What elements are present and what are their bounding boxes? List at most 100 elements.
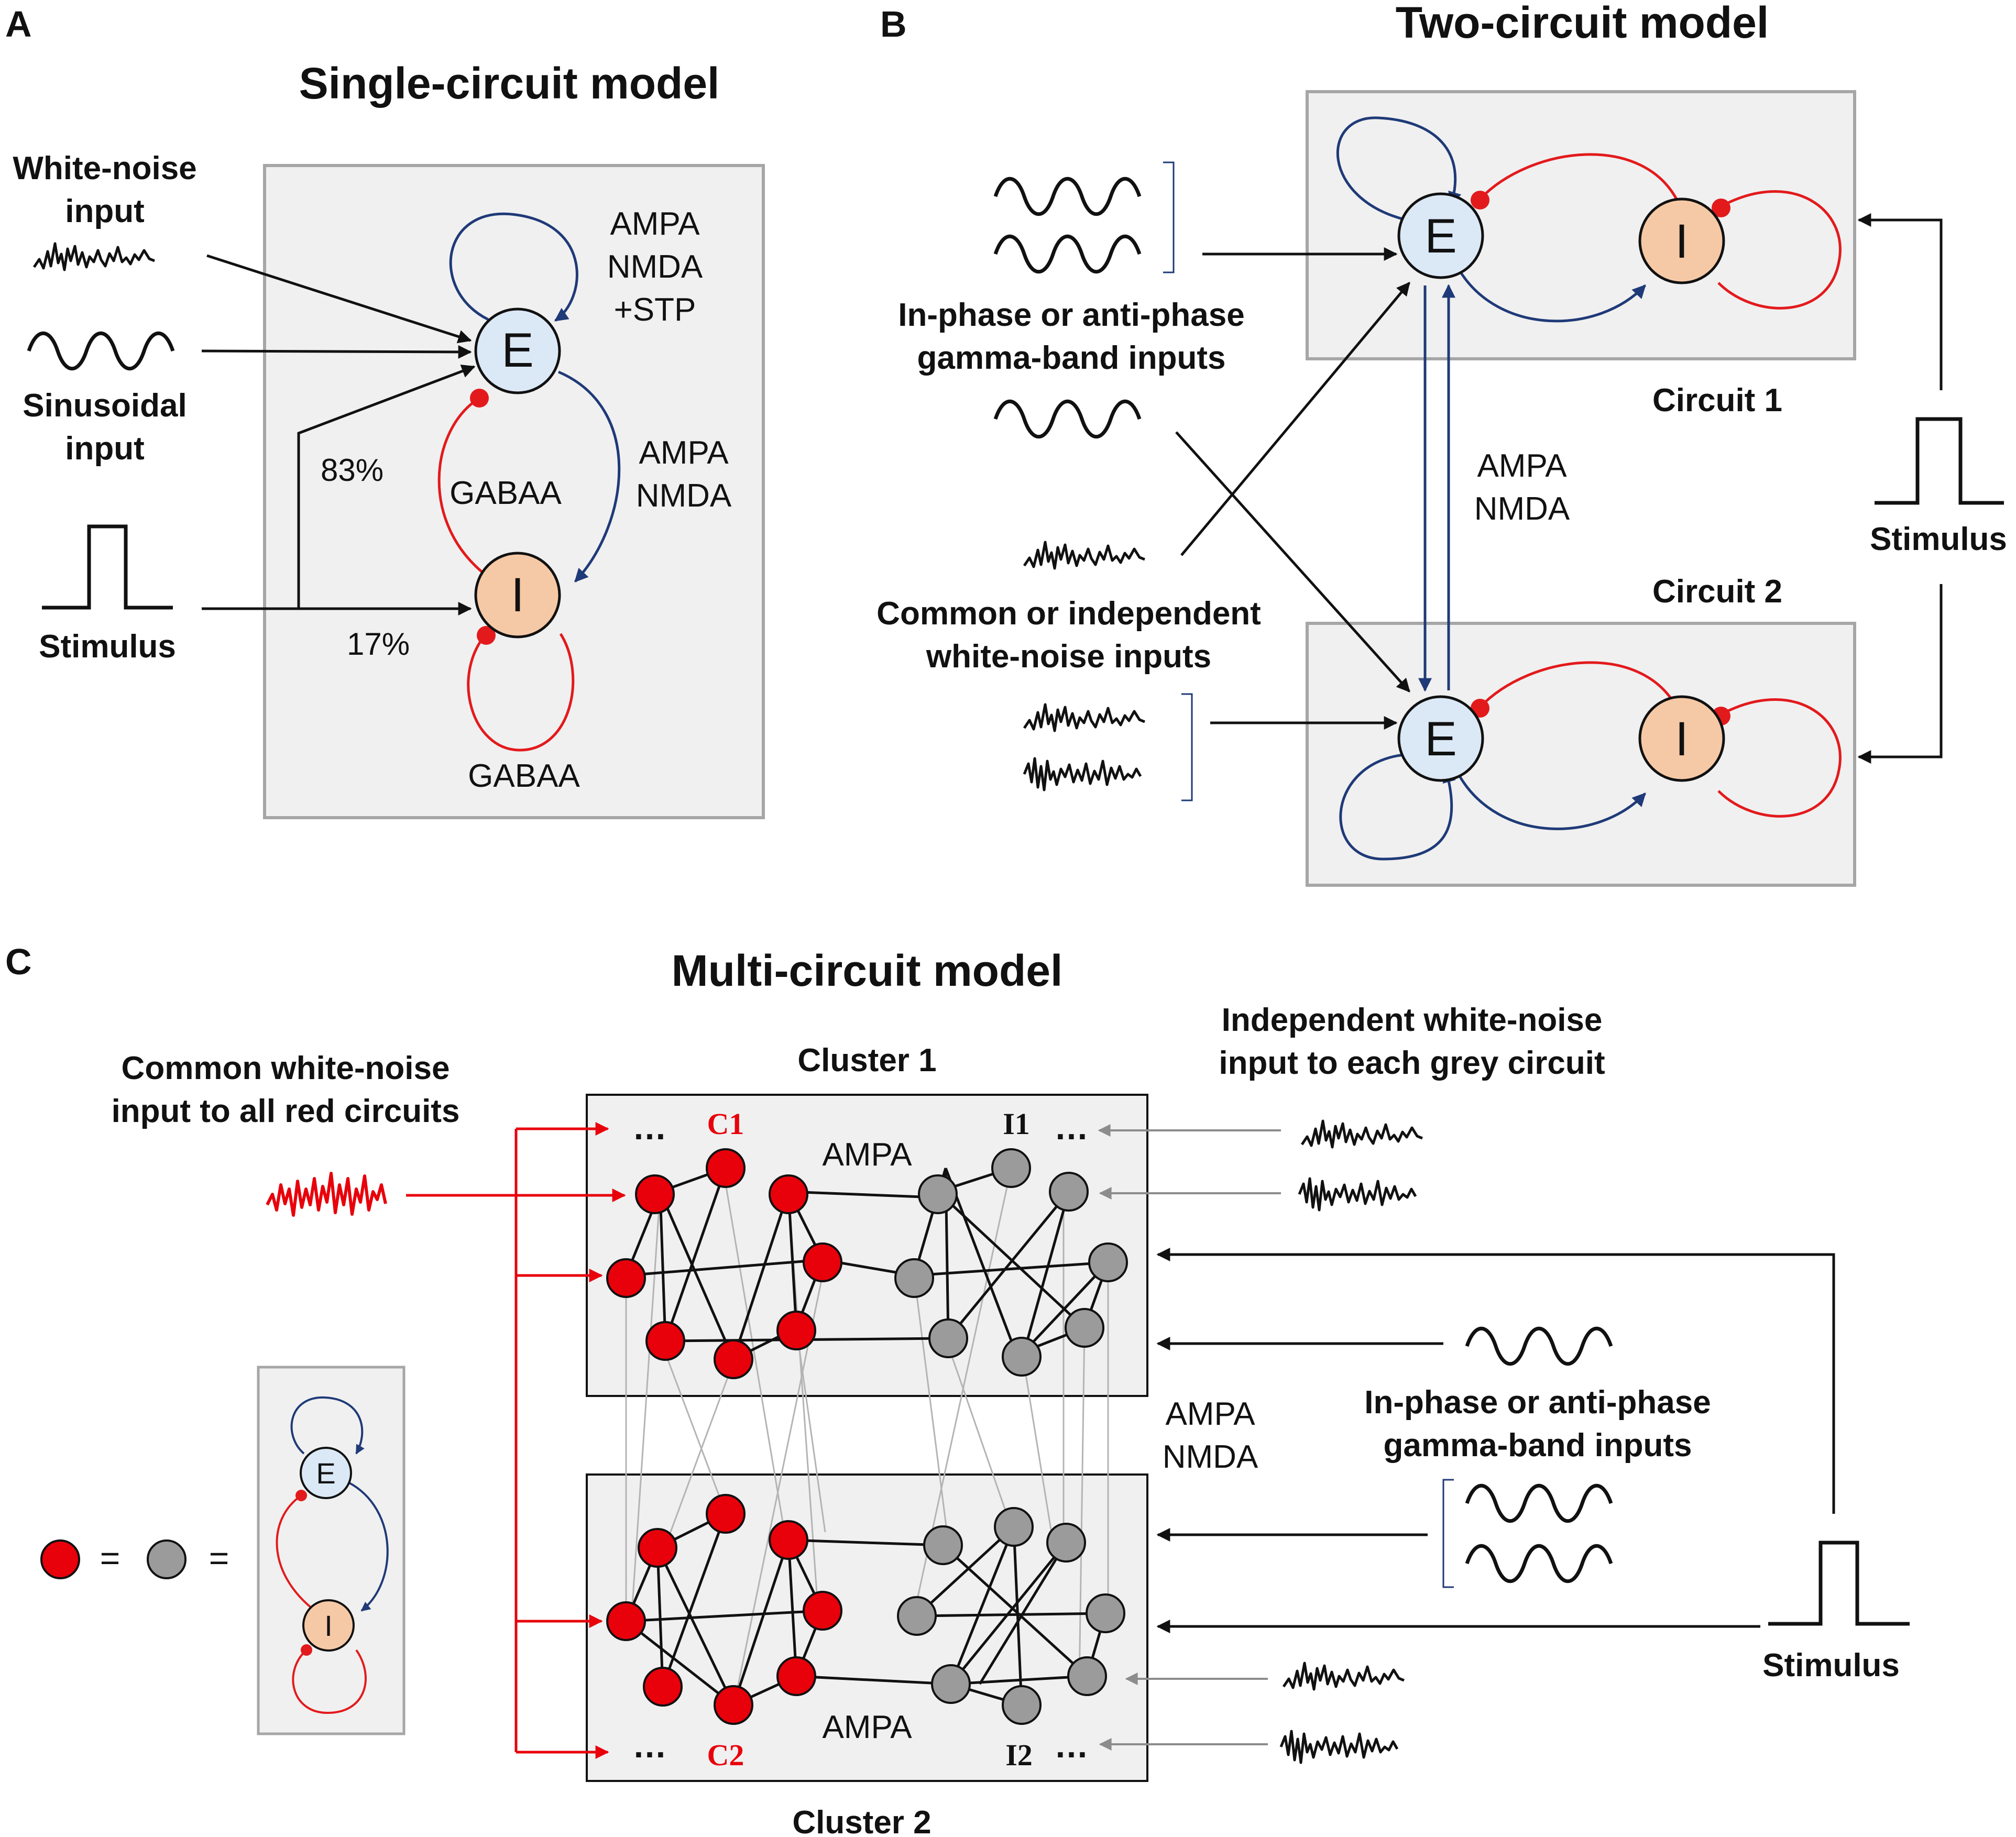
ellipsis-c2-left: … — [632, 1726, 667, 1765]
sinusoid-to-e-arrow — [201, 345, 472, 359]
node-e — [474, 307, 561, 394]
ellipsis-i1-right: … — [1054, 1108, 1089, 1147]
red-node — [635, 1174, 675, 1214]
e-recurrent-label-2: NMDA — [607, 249, 703, 285]
noise-input-1-icon — [1024, 705, 1145, 731]
gamma-label-1: In-phase or anti-phase — [898, 297, 1244, 333]
red-node — [769, 1520, 808, 1560]
legend-e-recurrent — [290, 1396, 365, 1455]
gamma-bracket — [1163, 161, 1175, 273]
e2-to-i2 — [1458, 774, 1646, 830]
stim-e-fraction: 83% — [321, 453, 384, 488]
gamma-input-c1-icon — [1467, 1328, 1611, 1364]
noise-label-2: white-noise inputs — [926, 639, 1211, 675]
circuit2-node-i — [1638, 695, 1725, 782]
i2-grey-node — [1002, 1685, 1042, 1725]
grey-node — [897, 1596, 937, 1636]
grey-node — [894, 1258, 934, 1298]
ellipsis-i2-right: … — [1054, 1726, 1089, 1765]
red-node — [769, 1174, 808, 1214]
panel-a-title: Single-circuit model — [299, 59, 720, 108]
grey-node — [1046, 1523, 1086, 1563]
circuit-2-label: Circuit 2 — [1652, 574, 1782, 610]
sinusoidal-input-label-2: input — [65, 431, 145, 467]
grey-node — [1065, 1308, 1104, 1348]
stimulus-pulse-icon — [42, 524, 173, 610]
i-recurrent-terminal — [477, 626, 496, 645]
red-node — [803, 1591, 842, 1631]
e-recurrent-label-3: +STP — [614, 292, 696, 328]
stimulus-pulse-c-icon — [1768, 1541, 1910, 1626]
ellipsis-c1-left: … — [632, 1108, 667, 1147]
gamma-label-2: gamma-band inputs — [917, 340, 1225, 376]
c1-red-node — [706, 1148, 746, 1188]
gamma-input-c2-icon — [1467, 1486, 1611, 1521]
noise-input-2-icon — [1024, 758, 1141, 790]
node-i-label: I — [511, 568, 524, 622]
c1-label: C1 — [707, 1107, 744, 1141]
i2-to-e2 — [1479, 661, 1681, 713]
panel-b-letter: B — [880, 4, 907, 45]
gamma-to-e2-arrow — [1175, 431, 1410, 692]
circuit2-node-e — [1397, 695, 1484, 782]
node-e-label: E — [501, 324, 533, 377]
red-node — [606, 1601, 646, 1641]
grey-node — [1067, 1656, 1107, 1696]
red-node — [776, 1656, 816, 1696]
i1-grey-node — [991, 1148, 1031, 1188]
red-node — [776, 1311, 816, 1350]
c2-label: C2 — [707, 1738, 744, 1772]
i2-label: I2 — [1005, 1738, 1033, 1772]
panel-c-title: Multi-circuit model — [672, 946, 1063, 995]
panel-c: C Multi-circuit model Common white-noise… — [5, 941, 1910, 1837]
sinusoid-waveform-icon — [29, 333, 173, 369]
stimulus-to-cluster-1-arrow — [1156, 1248, 1835, 1514]
stim-i-fraction: 17% — [347, 626, 410, 662]
grey-node — [994, 1507, 1034, 1547]
legend-grey-node — [147, 1539, 187, 1579]
stimulus-label-c: Stimulus — [1762, 1647, 1900, 1684]
cluster-2-box — [586, 1473, 1148, 1782]
white-noise-input-label-2: input — [65, 193, 145, 229]
circuit1-node-e-label: E — [1425, 210, 1456, 263]
legend-i-to-e-terminal — [295, 1490, 307, 1501]
red-node — [714, 1339, 753, 1379]
grey-node — [931, 1664, 971, 1704]
circuit-1-box — [1306, 90, 1856, 360]
white-noise-waveform-icon — [34, 244, 155, 270]
grey-node — [1049, 1172, 1089, 1212]
white-noise-input-label-1: White-noise — [13, 150, 196, 186]
inter-label-1: AMPA — [1477, 448, 1567, 484]
grey-noise-icon — [1281, 1731, 1397, 1763]
inter-cluster-label-1: AMPA — [1165, 1396, 1255, 1432]
i-recurrent-inhibition — [467, 633, 575, 752]
e-to-i-label-2: NMDA — [636, 478, 732, 514]
legend-node-i — [302, 1599, 355, 1652]
grey-noise-icon — [1302, 1121, 1422, 1147]
i1-to-e1 — [1479, 153, 1681, 205]
circuit2-node-i-label: I — [1675, 712, 1689, 766]
i1-to-e1-terminal — [1471, 191, 1489, 210]
i1-recurrent-terminal — [1712, 199, 1730, 217]
e2-recurrent — [1339, 753, 1456, 861]
gamma-c-label-2: gamma-band inputs — [1383, 1427, 1692, 1464]
circuit2-node-e-label: E — [1425, 712, 1456, 766]
i-to-e-terminal — [470, 389, 489, 408]
gamma-input-2-icon — [995, 236, 1140, 272]
single-circuit-box — [263, 164, 765, 819]
stimulus-label-b: Stimulus — [1870, 521, 2007, 557]
inter-cluster-label-2: NMDA — [1163, 1439, 1258, 1475]
noise-to-e1-arrow — [1180, 282, 1410, 556]
e-recurrent-excitation — [449, 212, 578, 322]
i-to-e-inhibition — [437, 397, 488, 577]
noise-bracket — [1181, 693, 1193, 801]
panel-a: A Single-circuit model White-noise input… — [5, 4, 765, 819]
grey-node — [928, 1318, 968, 1358]
red-node — [706, 1494, 746, 1534]
independent-noise-label-1: Independent white-noise — [1222, 1002, 1603, 1038]
grey-node — [923, 1525, 963, 1565]
panel-b: B Two-circuit model Circuit 1 Circuit 2 … — [876, 0, 2007, 887]
stimulus-label: Stimulus — [39, 629, 176, 665]
panel-b-title: Two-circuit model — [1396, 0, 1769, 47]
